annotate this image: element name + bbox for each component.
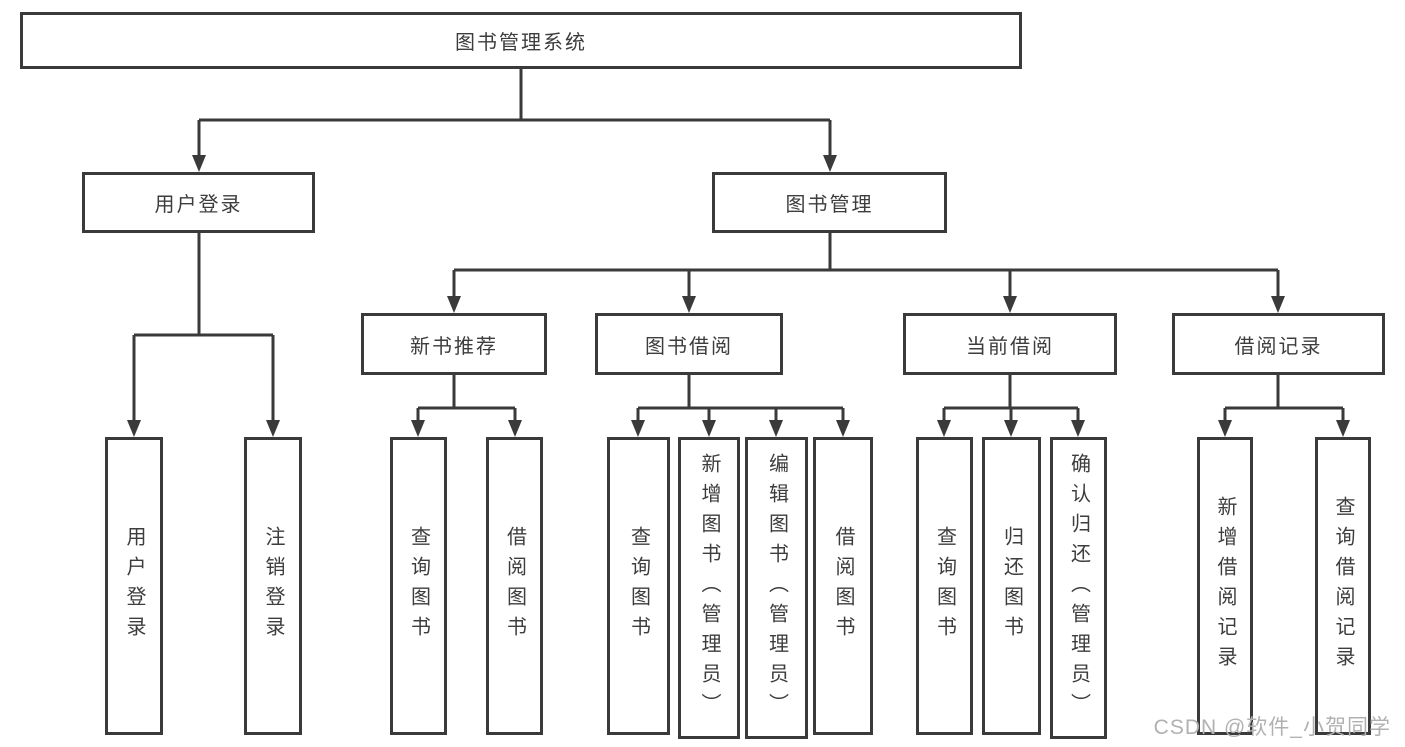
node-book-management-branch: 图书管理	[712, 172, 947, 233]
connector-paths	[132, 69, 1345, 421]
leaf-borrow-books: 借阅图书	[813, 437, 873, 735]
leaf-query-books-borrowing: 查询图书	[607, 437, 670, 735]
leaf-confirm-return-admin: 确认归还（管理员）	[1050, 437, 1107, 739]
node-new-book-recommendation: 新书推荐	[361, 313, 547, 375]
arrowheads	[127, 155, 1350, 437]
node-user-login-branch: 用户登录	[82, 172, 315, 233]
leaf-query-borrow-record: 查询借阅记录	[1315, 437, 1371, 735]
leaf-add-borrow-record: 新增借阅记录	[1197, 437, 1253, 735]
leaf-edit-books-admin: 编辑图书（管理员）	[745, 437, 808, 739]
node-current-borrowing: 当前借阅	[903, 313, 1117, 375]
node-borrowing-records: 借阅记录	[1172, 313, 1385, 375]
leaf-query-books-current: 查询图书	[916, 437, 973, 735]
leaf-borrow-books-recommend: 借阅图书	[486, 437, 543, 735]
leaf-query-books-recommend: 查询图书	[390, 437, 447, 735]
leaf-return-books: 归还图书	[982, 437, 1041, 735]
leaf-add-books-admin: 新增图书（管理员）	[678, 437, 740, 739]
csdn-watermark: CSDN @软件_小贺同学	[1153, 716, 1391, 739]
node-library-management-system: 图书管理系统	[20, 12, 1022, 69]
leaf-logout: 注销登录	[244, 437, 302, 735]
leaf-user-login: 用户登录	[105, 437, 163, 735]
node-book-borrowing: 图书借阅	[595, 313, 783, 375]
